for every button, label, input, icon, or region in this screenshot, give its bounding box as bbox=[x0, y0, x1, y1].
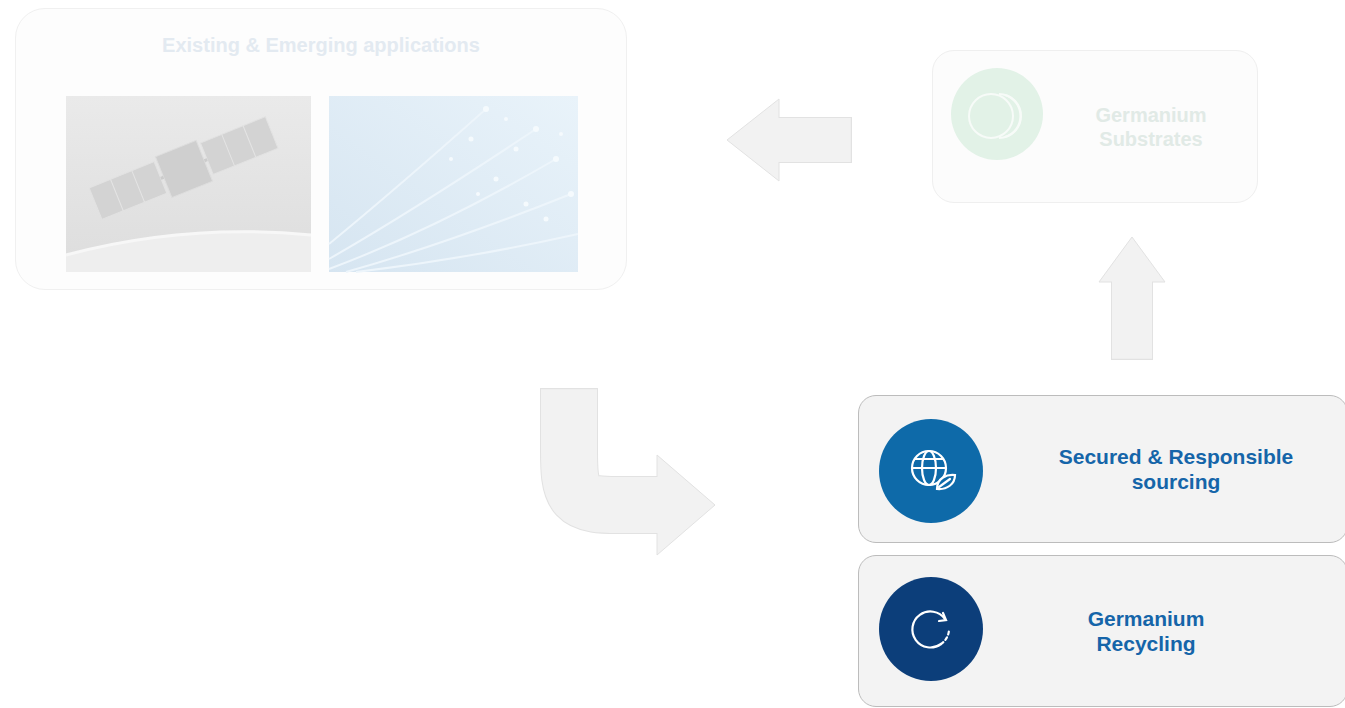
application-panel: Existing & Emerging applications bbox=[15, 8, 627, 290]
fiber-tip bbox=[504, 117, 508, 121]
fiber-tip bbox=[544, 217, 549, 222]
fiber-tip bbox=[476, 192, 480, 196]
fiber-strand bbox=[356, 234, 578, 272]
photo-ground bbox=[66, 96, 311, 272]
panel-grid bbox=[132, 171, 145, 203]
panel-grid bbox=[222, 134, 235, 166]
arrow-head bbox=[1099, 237, 1165, 282]
cycle-arrowhead bbox=[939, 613, 946, 621]
fiber-tip bbox=[553, 156, 559, 162]
satellite-figure bbox=[88, 113, 281, 225]
globe-latitude bbox=[915, 458, 943, 460]
arrow-shaft bbox=[569, 389, 659, 505]
sourcing-icon bbox=[859, 396, 1345, 544]
icon-disc bbox=[879, 419, 983, 523]
fiber-strand bbox=[329, 109, 486, 244]
photo-ground bbox=[329, 96, 578, 272]
cycle-dashed-arc bbox=[941, 629, 949, 644]
fiber-optics-photo bbox=[329, 96, 578, 272]
panel-arm bbox=[204, 160, 207, 161]
fiber-tip bbox=[533, 126, 539, 132]
wafer-outline bbox=[969, 94, 1013, 138]
leaf-vein bbox=[939, 479, 950, 487]
recycle-symbol bbox=[912, 611, 949, 647]
fiber-tip bbox=[469, 137, 474, 142]
flow-arrow bbox=[1099, 237, 1165, 360]
panel-grid bbox=[110, 179, 123, 211]
globe-equator bbox=[912, 467, 946, 469]
fiber-tips bbox=[449, 106, 574, 222]
fiber-tip bbox=[524, 202, 529, 207]
arrow-head bbox=[727, 99, 779, 181]
fiber-tip bbox=[514, 147, 519, 152]
fiber-tip bbox=[559, 132, 563, 136]
node-label: Secured & Responsible sourcing bbox=[1036, 444, 1316, 494]
wafer-outline bbox=[1005, 95, 1020, 137]
arrow-shaft bbox=[1112, 281, 1152, 359]
arrow-head bbox=[657, 455, 715, 555]
icon-disc bbox=[879, 577, 983, 681]
satellite-photo bbox=[66, 96, 311, 272]
wafer-outline bbox=[999, 94, 1021, 138]
arrow-shaft bbox=[778, 118, 851, 162]
recycling-box: Germanium Recycling bbox=[858, 555, 1345, 707]
leaf bbox=[937, 475, 955, 489]
earth-horizon bbox=[66, 232, 311, 272]
node-label: Existing & Emerging applications bbox=[16, 33, 626, 57]
node-label: Germanium Recycling bbox=[1061, 606, 1231, 656]
icon-disc bbox=[951, 68, 1043, 160]
node-label: Germanium Substrates bbox=[1073, 103, 1229, 151]
panel-arm bbox=[161, 177, 164, 178]
fiber-strand bbox=[346, 194, 571, 272]
substrate-icon bbox=[933, 51, 1259, 204]
horizon-glow bbox=[66, 232, 311, 255]
substrate-box: Germanium Substrates bbox=[932, 50, 1258, 203]
flow-arrow bbox=[727, 99, 852, 181]
fiber-tip bbox=[568, 191, 574, 197]
globe-leaf-symbol bbox=[912, 451, 955, 489]
flow-arrow bbox=[569, 388, 715, 555]
panel-grid bbox=[243, 126, 256, 158]
fiber-tip bbox=[449, 157, 453, 161]
solar-panel bbox=[89, 162, 167, 220]
fiber-tip bbox=[483, 106, 489, 112]
cycle-arc bbox=[912, 611, 945, 647]
sourcing-box: Secured & Responsible sourcing bbox=[858, 395, 1345, 543]
solar-panel bbox=[200, 117, 278, 175]
fiber-strand bbox=[329, 129, 536, 259]
fiber-tip bbox=[494, 177, 499, 182]
